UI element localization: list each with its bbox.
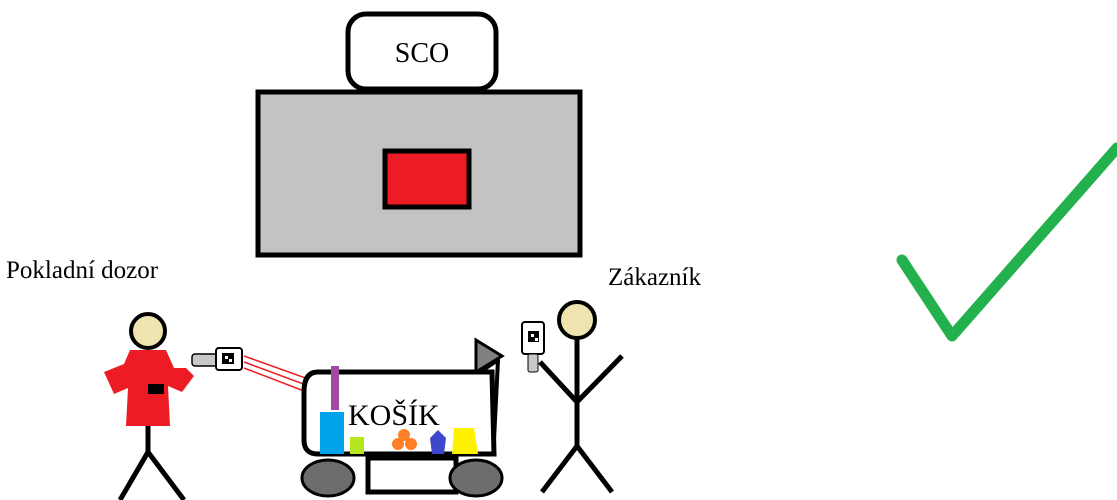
cart-wheel-left (300, 458, 356, 498)
checkmark-icon (896, 142, 1117, 342)
product-orange (405, 438, 417, 450)
product-box-blue (320, 412, 344, 454)
sco-screen (382, 148, 472, 210)
customer-left-arm (538, 360, 579, 404)
sco-terminal: SCO (255, 11, 583, 258)
sco-sign (345, 11, 499, 92)
cart-body (301, 369, 497, 457)
cashier-right-leg (146, 450, 186, 500)
cashier-label: Pokladní dozor (6, 257, 159, 284)
cart-wheel-right (448, 458, 504, 498)
product-bottle (331, 366, 339, 410)
cashier-scanner-icon (191, 347, 243, 371)
cart-label: KOŠÍK (348, 399, 440, 432)
customer-right-arm (575, 354, 624, 404)
customer-head (557, 300, 597, 340)
product-orange (398, 429, 410, 441)
cart-base (365, 455, 459, 495)
customer-figure: Zákazník (521, 264, 702, 494)
cashier-badge (148, 384, 164, 394)
shopping-cart: KOŠÍK (300, 337, 505, 498)
sco-label: SCO (395, 38, 449, 69)
product-orange (392, 438, 404, 450)
product-yellow (452, 428, 478, 454)
customer-left-leg (540, 444, 579, 494)
customer-scanner-icon (521, 321, 545, 373)
cashier-figure: Pokladní dozor (6, 257, 326, 500)
product-lime (350, 437, 364, 454)
customer-label: Zákazník (608, 264, 702, 291)
cashier-head (129, 312, 167, 350)
product-gem (430, 430, 446, 454)
customer-right-leg (575, 444, 614, 494)
cashier-left-leg (117, 450, 151, 500)
cart-flap (478, 356, 501, 441)
